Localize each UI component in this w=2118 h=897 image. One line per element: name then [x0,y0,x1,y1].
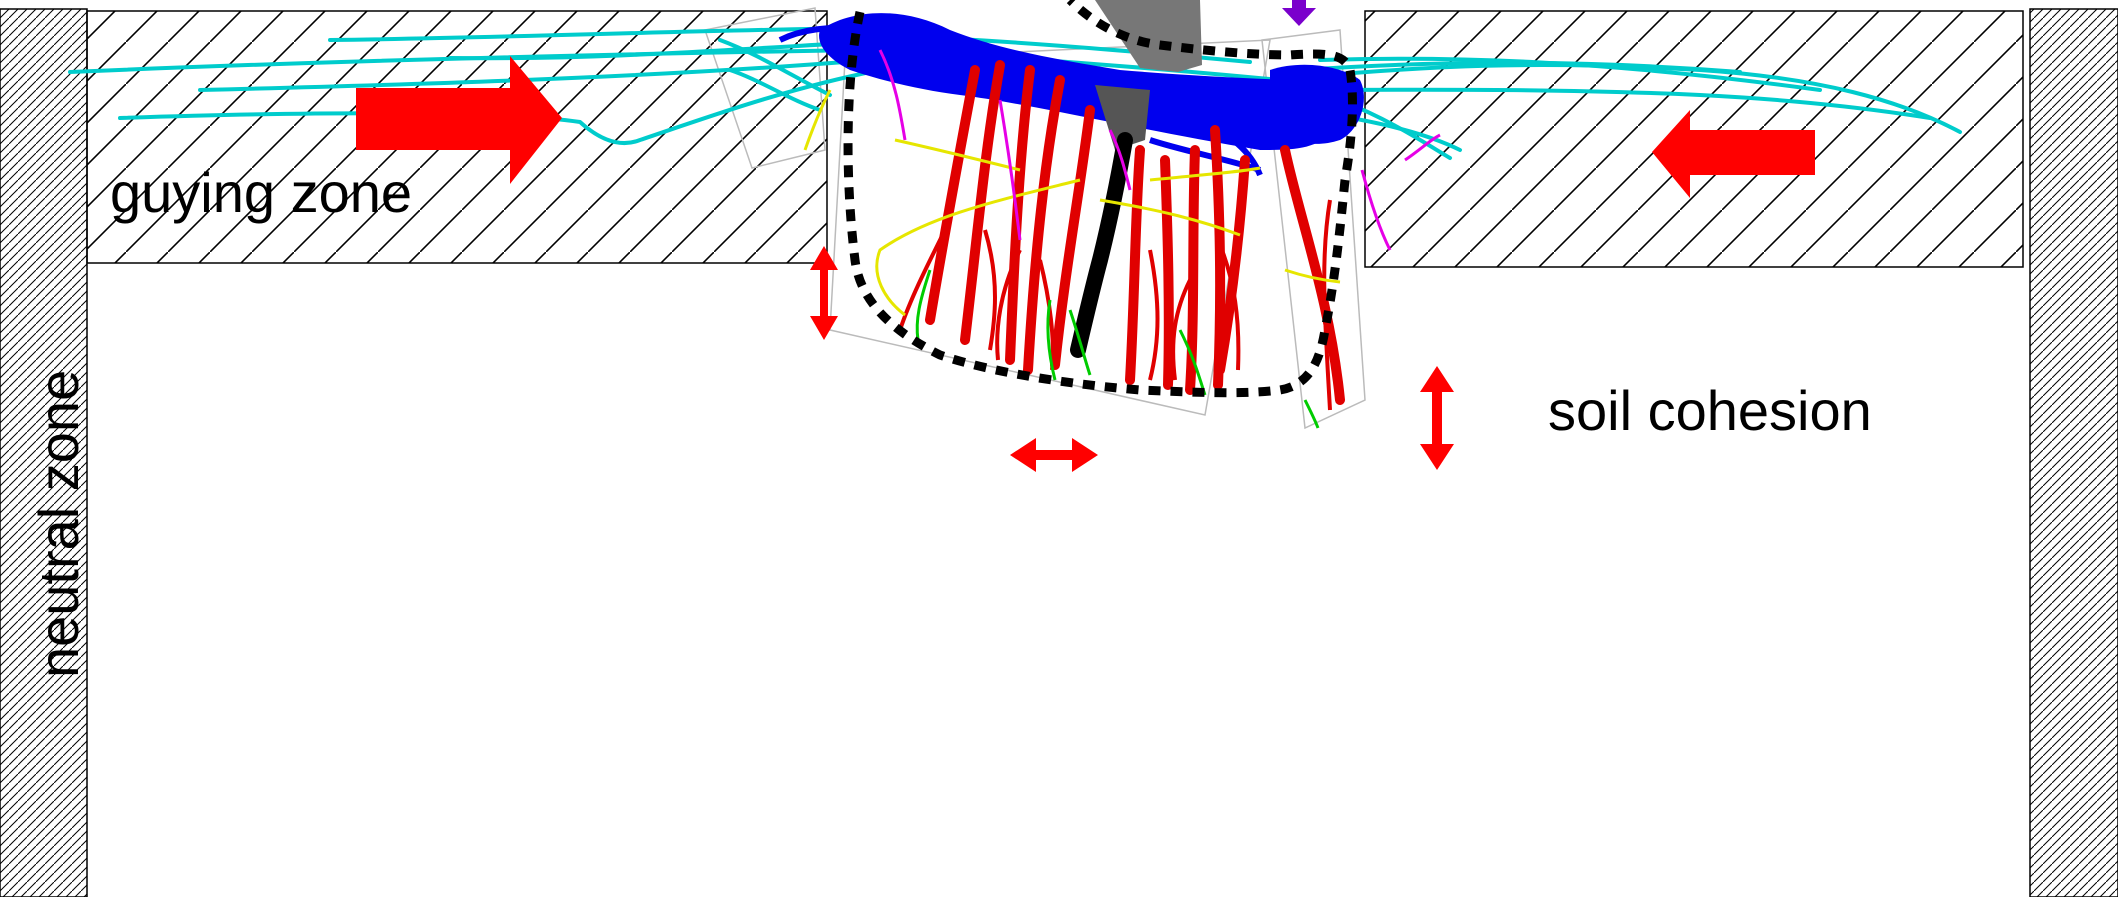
root-plate-outline [843,0,1357,398]
neutral-zone-right-wall [2029,8,2118,897]
taproot [1070,132,1133,358]
anchor-root-branches [898,199,1332,411]
deep-lateral-roots [819,13,1364,150]
fine-roots-magenta [878,49,1441,251]
shear-arrow-horizontal [1010,438,1098,472]
guying-push-arrow-right [356,56,562,184]
fine-roots-green [915,269,1320,429]
neutral-zone-label: neutral zone [27,370,90,678]
fine-roots-yellow [803,89,1341,317]
shear-arrow-vertical-left [810,246,838,340]
guying-zone-label: guying zone [110,161,412,224]
soil-cohesion-label: soil cohesion [1548,379,1872,442]
load-arrow [1282,0,1316,26]
guying-push-arrow-left [1652,110,1815,198]
shear-arrow-vertical-right [1420,366,1454,470]
surface-lateral-roots [68,26,1962,160]
neutral-zone-left-wall [0,8,88,897]
stem [1095,0,1202,150]
